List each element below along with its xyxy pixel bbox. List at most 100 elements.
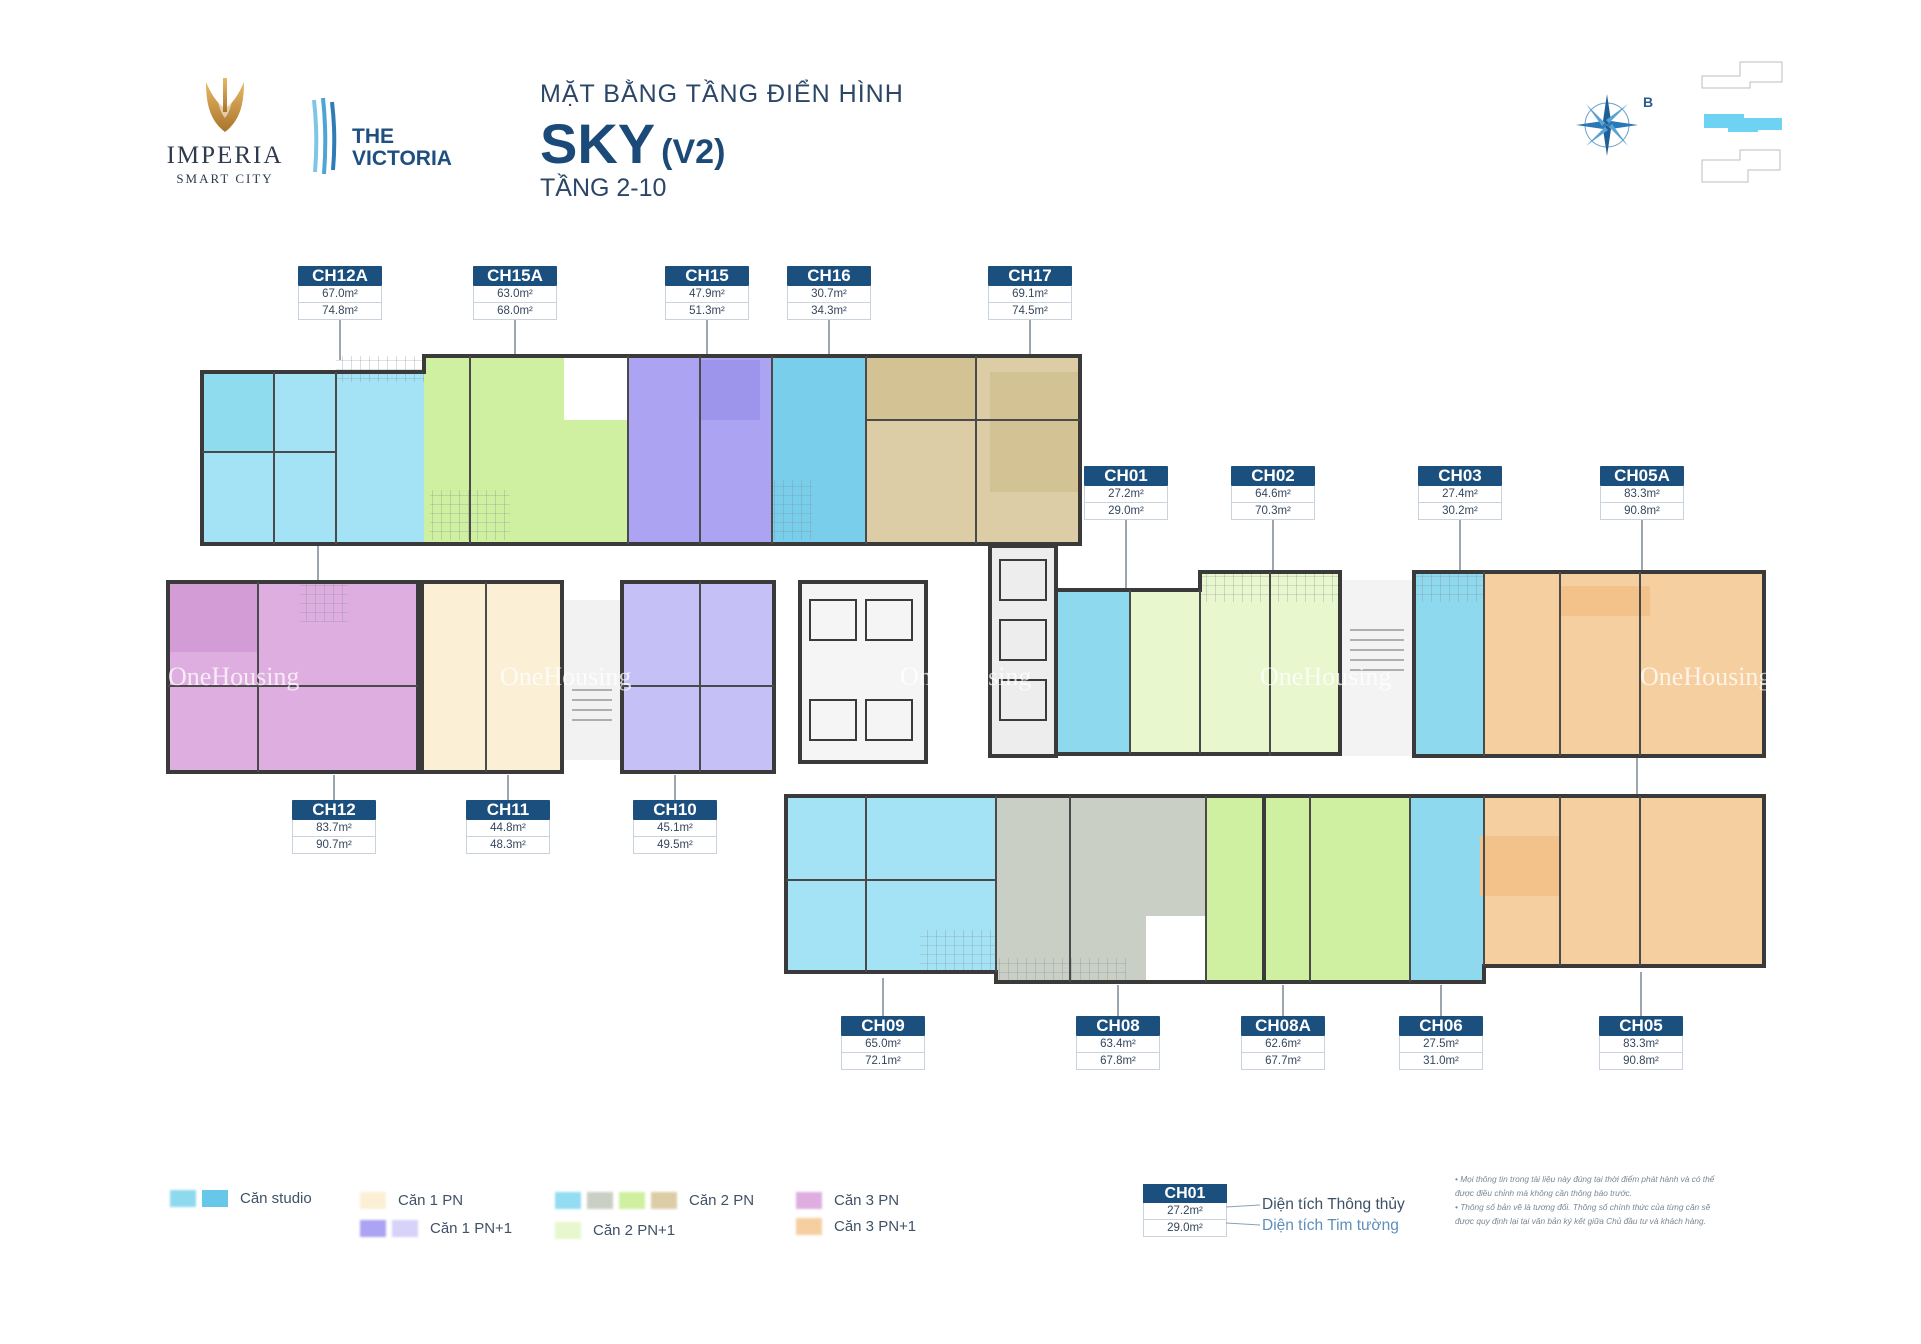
unit-area-gross: 70.3m² <box>1231 503 1315 520</box>
unit-code: CH17 <box>988 266 1072 286</box>
unit-label-ch16[interactable]: CH16 30.7m² 34.3m² <box>787 266 871 320</box>
legend-swatch-two-pn-plus <box>555 1222 581 1239</box>
legend-swatch-two-pn-tan <box>651 1192 677 1209</box>
watermark-3: OneHousing <box>900 662 1032 691</box>
unit-area-net: 30.7m² <box>787 286 871 303</box>
unit-area-net: 69.1m² <box>988 286 1072 303</box>
unit-code: CH10 <box>633 800 717 820</box>
imperia-brand-subtext: SMART CITY <box>176 171 274 186</box>
unit-area-net: 27.5m² <box>1399 1036 1483 1053</box>
unit-label-ch01[interactable]: CH01 27.2m² 29.0m² <box>1084 466 1168 520</box>
unit-ch01[interactable] <box>1056 590 1130 754</box>
legend-key-box: CH01 27.2m² 29.0m² <box>1143 1184 1227 1237</box>
legend-swatch-three-pn <box>796 1192 822 1209</box>
unit-code: CH03 <box>1418 466 1502 486</box>
unit-area-net: 27.2m² <box>1084 486 1168 503</box>
unit-ch06[interactable] <box>1410 796 1484 982</box>
unit-ch16[interactable] <box>772 356 866 544</box>
note-line-4: được quy định lại tại văn bản ký kết giữ… <box>1455 1216 1706 1226</box>
unit-label-ch11[interactable]: CH11 44.8m² 48.3m² <box>466 800 550 854</box>
unit-ch08a[interactable] <box>1206 796 1410 982</box>
unit-area-gross: 49.5m² <box>633 837 717 854</box>
imperia-brand-text: IMPERIA <box>166 142 284 169</box>
victoria-logo: THE VICTORIA <box>312 96 452 176</box>
legend-two-pn: Căn 2 PN <box>555 1192 754 1209</box>
unit-code: CH08A <box>1241 1016 1325 1036</box>
stairs <box>572 629 1404 721</box>
unit-code: CH05A <box>1600 466 1684 486</box>
legend-one-pn: Căn 1 PN <box>360 1192 463 1209</box>
title-floors: TẦNG 2-10 <box>540 174 667 202</box>
unit-area-net: 83.3m² <box>1599 1036 1683 1053</box>
watermark-5: OneHousing <box>1640 662 1772 691</box>
unit-label-ch08[interactable]: CH08 63.4m² 67.8m² <box>1076 1016 1160 1070</box>
unit-area-gross: 31.0m² <box>1399 1053 1483 1070</box>
unit-ch05a[interactable] <box>1484 572 1764 756</box>
unit-ch09[interactable] <box>786 796 996 972</box>
unit-area-net: 45.1m² <box>633 820 717 837</box>
unit-label-ch06[interactable]: CH06 27.5m² 31.0m² <box>1399 1016 1483 1070</box>
unit-ch10[interactable] <box>622 582 774 772</box>
legend-swatch-one-pn-plus-b <box>392 1220 418 1237</box>
title-kicker: MẶT BẰNG TẦNG ĐIỂN HÌNH <box>540 80 904 108</box>
unit-area-gross: 67.7m² <box>1241 1053 1325 1070</box>
unit-ch01-extra[interactable] <box>1130 590 1200 754</box>
compass-icon <box>1576 94 1638 156</box>
unit-area-gross: 90.7m² <box>292 837 376 854</box>
unit-label-ch12[interactable]: CH12 83.7m² 90.7m² <box>292 800 376 854</box>
unit-label-ch15a[interactable]: CH15A 63.0m² 68.0m² <box>473 266 557 320</box>
unit-ch03[interactable] <box>1414 572 1484 756</box>
unit-ch17[interactable] <box>866 356 1080 544</box>
unit-area-net: 44.8m² <box>466 820 550 837</box>
unit-label-ch10[interactable]: CH10 45.1m² 49.5m² <box>633 800 717 854</box>
unit-area-net: 47.9m² <box>665 286 749 303</box>
unit-area-gross: 51.3m² <box>665 303 749 320</box>
key-code: CH01 <box>1143 1184 1227 1203</box>
title-main: SKY(V2) <box>540 111 904 176</box>
legend-label-one-pn: Căn 1 PN <box>398 1192 464 1209</box>
key-map-icon <box>1701 61 1783 183</box>
imperia-logo: IMPERIA SMART CITY <box>160 78 290 187</box>
imperia-emblem-icon <box>206 78 244 132</box>
legend-swatch-one-pn <box>360 1192 386 1209</box>
unit-ch05[interactable] <box>1480 796 1764 966</box>
elevators <box>809 559 1047 741</box>
unit-ch08[interactable] <box>996 796 1206 982</box>
legend-swatch-two-pn-grey <box>587 1192 613 1209</box>
unit-code: CH15A <box>473 266 557 286</box>
legend-three-pn-plus: Căn 3 PN+1 <box>796 1218 916 1235</box>
unit-area-gross: 68.0m² <box>473 303 557 320</box>
unit-ch12a[interactable] <box>202 356 424 544</box>
key-desc-gross: Diện tích Tim tường <box>1262 1217 1399 1234</box>
unit-area-net: 27.4m² <box>1418 486 1502 503</box>
unit-label-ch15[interactable]: CH15 47.9m² 51.3m² <box>665 266 749 320</box>
watermark-4: OneHousing <box>1260 662 1392 691</box>
watermark-2: OneHousing <box>500 662 632 691</box>
unit-ch15a[interactable] <box>424 356 628 544</box>
unit-ch12[interactable] <box>168 582 418 772</box>
unit-area-gross: 90.8m² <box>1599 1053 1683 1070</box>
unit-label-ch03[interactable]: CH03 27.4m² 30.2m² <box>1418 466 1502 520</box>
unit-label-ch02[interactable]: CH02 64.6m² 70.3m² <box>1231 466 1315 520</box>
unit-area-gross: 34.3m² <box>787 303 871 320</box>
unit-area-net: 67.0m² <box>298 286 382 303</box>
unit-area-gross: 72.1m² <box>841 1053 925 1070</box>
unit-label-ch08a[interactable]: CH08A 62.6m² 67.7m² <box>1241 1016 1325 1070</box>
legend-swatch-studio-a <box>170 1190 196 1207</box>
unit-area-gross: 74.8m² <box>298 303 382 320</box>
legend-swatch-two-pn-green <box>619 1192 645 1209</box>
unit-label-ch05[interactable]: CH05 83.3m² 90.8m² <box>1599 1016 1683 1070</box>
unit-area-gross: 67.8m² <box>1076 1053 1160 1070</box>
legend-swatch-studio-b <box>202 1190 228 1207</box>
unit-code: CH11 <box>466 800 550 820</box>
unit-label-ch17[interactable]: CH17 69.1m² 74.5m² <box>988 266 1072 320</box>
legend-three-pn: Căn 3 PN <box>796 1192 899 1209</box>
unit-code: CH05 <box>1599 1016 1683 1036</box>
unit-ch11[interactable] <box>422 582 562 772</box>
unit-code: CH06 <box>1399 1016 1483 1036</box>
unit-label-ch12a[interactable]: CH12A 67.0m² 74.8m² <box>298 266 382 320</box>
unit-area-gross: 29.0m² <box>1084 503 1168 520</box>
unit-label-ch09[interactable]: CH09 65.0m² 72.1m² <box>841 1016 925 1070</box>
unit-label-ch05a[interactable]: CH05A 83.3m² 90.8m² <box>1600 466 1684 520</box>
